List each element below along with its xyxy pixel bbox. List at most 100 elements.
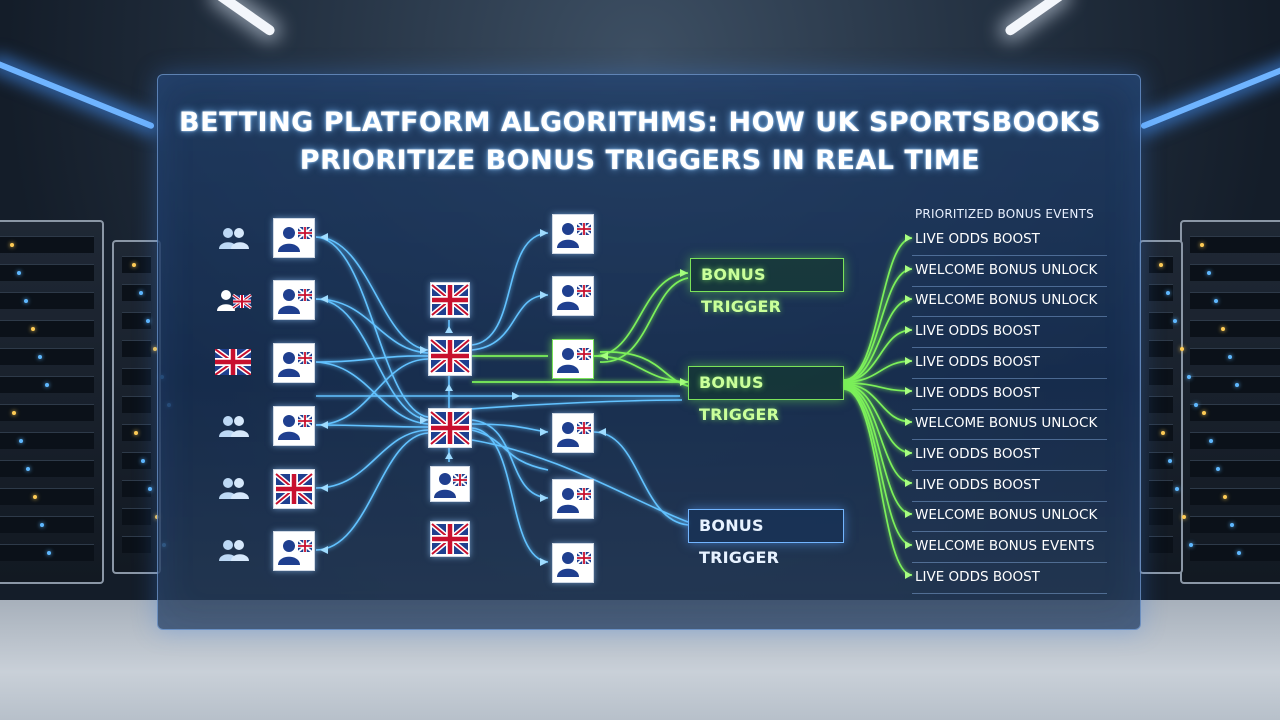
rack-led [45, 383, 49, 387]
user-card-icon [552, 543, 594, 583]
rack-led [1230, 523, 1234, 527]
rack-slot [1190, 516, 1280, 533]
rack-slot [1149, 536, 1193, 553]
rack-led [1228, 355, 1232, 359]
rack-led [1189, 543, 1193, 547]
rack-led [1182, 515, 1186, 519]
rack-led [1216, 467, 1220, 471]
rack-led [1237, 551, 1241, 555]
event-item: LIVE ODDS BOOST [912, 440, 1107, 471]
rack-led [1223, 495, 1227, 499]
event-item-label: LIVE ODDS BOOST [915, 568, 1040, 585]
rack-slot [1149, 508, 1186, 525]
rack-led [19, 439, 23, 443]
rack-slot [0, 348, 94, 365]
bonus-trigger-2: BONUS TRIGGER [688, 366, 844, 424]
event-item-label: LIVE ODDS BOOST [915, 445, 1040, 462]
event-item: LIVE ODDS BOOST [912, 379, 1107, 410]
rack-slot [1149, 424, 1173, 441]
rack-slot [122, 284, 151, 301]
rack-slot [0, 544, 94, 561]
rack-slot [1190, 292, 1280, 309]
event-item-label: WELCOME BONUS UNLOCK [915, 292, 1098, 309]
rack-slot [122, 424, 151, 441]
rack-slot [0, 488, 94, 505]
title-line-2: PRIORITIZE BONUS TRIGGERS IN REAL TIME [299, 145, 981, 176]
rack-slot [1190, 236, 1280, 253]
rack-slot [1190, 488, 1280, 505]
rack-slot [1190, 376, 1280, 393]
rack-slot [0, 292, 94, 309]
rack-slot [1149, 256, 1173, 273]
user-card-icon [273, 406, 315, 446]
rack-slot [1190, 264, 1280, 281]
rack-slot [1149, 396, 1198, 413]
rack-led [141, 459, 145, 463]
rack-slot [122, 452, 151, 469]
user-card-icon [552, 413, 594, 453]
rack-slot [0, 376, 94, 393]
users-icon [219, 540, 249, 561]
rack-led [1187, 375, 1191, 379]
user-card-icon [273, 343, 315, 383]
rack-slot [122, 480, 152, 497]
event-item-label: LIVE ODDS BOOST [915, 231, 1040, 247]
rack-led [26, 467, 30, 471]
rack-slot [1190, 404, 1280, 421]
rack-led [17, 271, 21, 275]
rack-led [146, 319, 150, 323]
event-item-label: WELCOME BONUS UNLOCK [915, 415, 1098, 432]
rack-slot [122, 312, 151, 329]
rack-led [12, 411, 16, 415]
rack-led [1200, 243, 1204, 247]
server-rack-left-2 [112, 240, 171, 574]
rack-slot [1190, 460, 1280, 477]
rack-led [1159, 263, 1163, 267]
rack-slot [0, 264, 94, 281]
rack-led [40, 523, 44, 527]
uk-flag-icon [430, 521, 470, 557]
rack-slot [1149, 312, 1177, 329]
rack-slot [1149, 284, 1173, 301]
rack-slot [1149, 480, 1179, 497]
event-item-label: LIVE ODDS BOOST [915, 353, 1040, 370]
bonus-trigger-1: BONUS TRIGGER [690, 258, 844, 316]
event-item-label: LIVE ODDS BOOST [915, 323, 1040, 340]
event-item-label: WELCOME BONUS UNLOCK [915, 507, 1098, 524]
event-item: LIVE ODDS BOOST [912, 225, 1107, 256]
title-line-1: BETTING PLATFORM ALGORITHMS: HOW UK SPOR… [179, 107, 1101, 138]
rack-led [38, 355, 42, 359]
user-card-icon [552, 276, 594, 316]
event-item: WELCOME BONUS UNLOCK [912, 409, 1107, 441]
rack-slot [0, 432, 94, 449]
user-card-icon [273, 218, 315, 258]
uk-flag-hub-icon [428, 336, 472, 376]
rack-led [139, 291, 143, 295]
rack-led [1166, 291, 1170, 295]
rack-slot [1190, 432, 1280, 449]
uk-flag-hub-icon [428, 408, 472, 448]
rack-led [1180, 347, 1184, 351]
rack-slot [1149, 452, 1173, 469]
users-icon [219, 416, 249, 437]
rack-led [24, 299, 28, 303]
event-item: WELCOME BONUS EVENTS [912, 532, 1107, 563]
event-item-label: WELCOME BONUS EVENTS [915, 538, 1095, 554]
rack-led [1161, 431, 1165, 435]
server-rack-left [0, 220, 104, 584]
event-item: WELCOME BONUS UNLOCK [912, 501, 1107, 533]
uk-flag-icon [430, 282, 470, 318]
rack-led [1168, 459, 1172, 463]
rack-led [33, 495, 37, 499]
rack-led [1209, 439, 1213, 443]
rack-led [1207, 271, 1211, 275]
user-card-icon [552, 339, 594, 379]
event-item: LIVE ODDS BOOST [912, 348, 1107, 379]
server-rack-right [1180, 220, 1280, 584]
rack-slot [0, 236, 94, 253]
bonus-trigger-3: BONUS TRIGGER [688, 509, 844, 567]
rack-slot [1190, 544, 1280, 561]
uk-flag-icon [215, 349, 251, 375]
uk-flag-card-icon [273, 469, 315, 509]
